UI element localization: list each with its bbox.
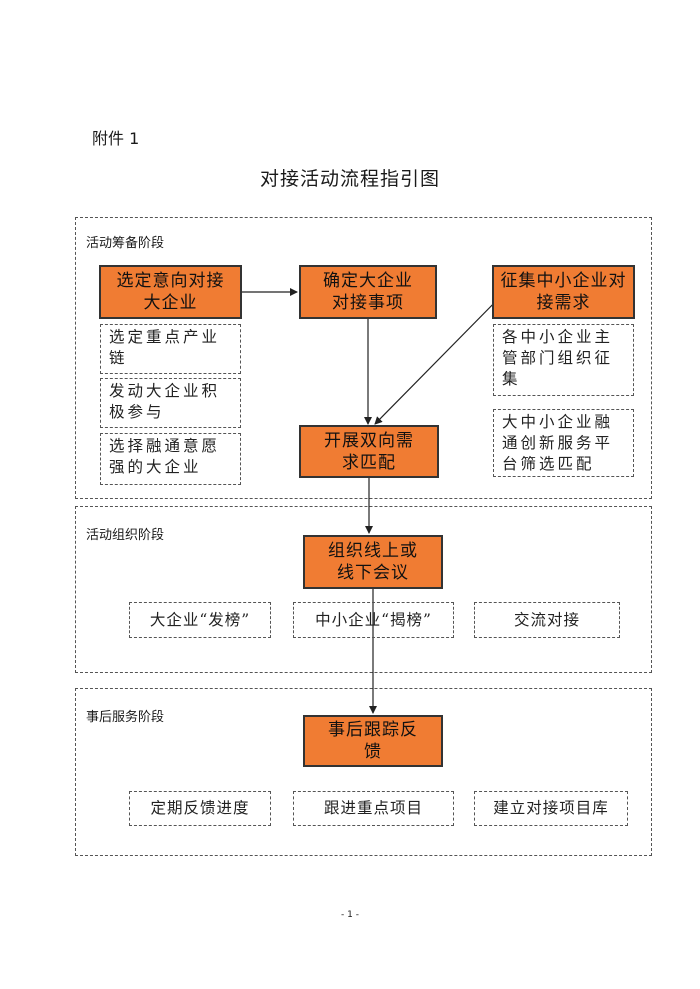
note-platform-screening: 大中小企业融通创新服务平台筛选匹配	[493, 409, 634, 477]
note-authorities-collect: 各中小企业主管部门组织征集	[493, 324, 634, 396]
note-mobilize-enterprises: 发动大企业积极参与	[100, 378, 241, 428]
note-exchange: 交流对接	[474, 602, 620, 638]
page-number: - 1 -	[341, 910, 359, 920]
process-followup-feedback: 事后跟踪反馈	[303, 715, 443, 767]
note-large-enterprise-posts: 大企业“发榜”	[129, 602, 271, 638]
stage-preparation	[75, 217, 652, 499]
stage-label-organization: 活动组织阶段	[86, 528, 165, 543]
page-title: 对接活动流程指引图	[259, 168, 440, 190]
stage-organization	[75, 506, 652, 673]
process-two-way-matching: 开展双向需求匹配	[299, 425, 439, 478]
stage-label-followup: 事后服务阶段	[86, 710, 165, 725]
process-select-enterprise: 选定意向对接大企业	[99, 265, 242, 319]
note-key-projects: 跟进重点项目	[293, 791, 454, 826]
stage-label-preparation: 活动筹备阶段	[86, 236, 165, 251]
process-confirm-items: 确定大企业对接事项	[299, 265, 437, 319]
arrow-collect-to-match	[374, 291, 506, 425]
note-select-willing-enterprises: 选择融通意愿强的大企业	[100, 433, 241, 485]
note-sme-takes-list: 中小企业“揭榜”	[293, 602, 454, 638]
note-key-industry-chain: 选定重点产业链	[100, 324, 241, 374]
stage-followup	[75, 688, 652, 856]
process-collect-needs: 征集中小企业对接需求	[492, 265, 635, 319]
process-organize-meeting: 组织线上或线下会议	[303, 535, 443, 589]
note-project-database: 建立对接项目库	[474, 791, 628, 826]
note-regular-progress: 定期反馈进度	[129, 791, 271, 826]
annex-label: 附件 1	[92, 129, 140, 148]
